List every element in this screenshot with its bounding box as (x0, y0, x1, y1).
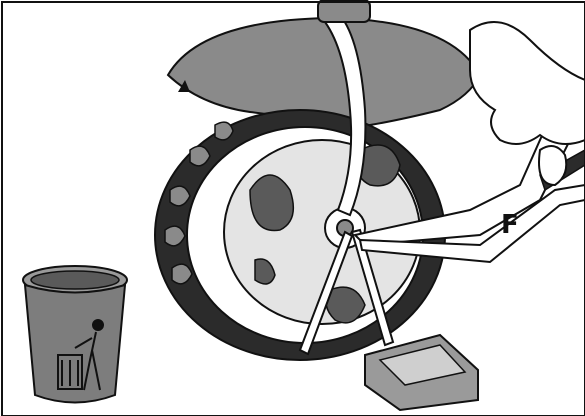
fender-illustration (168, 18, 480, 125)
trash-bin-icon (23, 266, 127, 403)
step-label: F (501, 212, 519, 238)
